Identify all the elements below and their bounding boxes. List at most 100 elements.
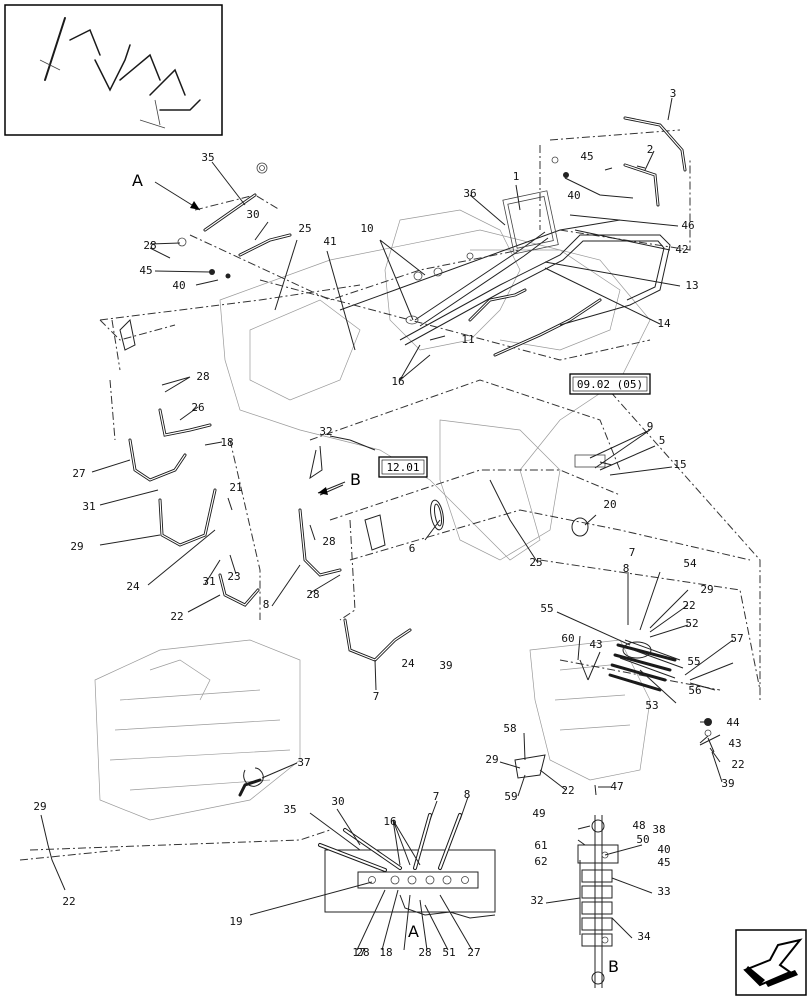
part-callout-19: 19 — [229, 915, 242, 928]
part-callout-56: 56 — [688, 684, 701, 697]
part-callout-14: 14 — [657, 317, 671, 330]
part-callout-46: 46 — [681, 219, 694, 232]
section-ref-09-02: 09.02 (05) — [577, 378, 643, 391]
part-callout-47: 47 — [610, 780, 623, 793]
part-callout-7: 7 — [629, 546, 636, 559]
part-callout-27: 27 — [72, 467, 85, 480]
part-callout-11: 11 — [461, 333, 474, 346]
view-letter-b: B — [350, 470, 361, 489]
part-callout-29: 29 — [700, 583, 713, 596]
part-callout-23: 23 — [227, 570, 240, 583]
part-callout-40: 40 — [567, 189, 580, 202]
fittings-and-brackets — [119, 156, 721, 796]
part-callout-15: 15 — [673, 458, 686, 471]
part-callout-44: 44 — [726, 716, 740, 729]
part-callout-13: 13 — [685, 279, 698, 292]
part-callout-48: 48 — [632, 819, 645, 832]
part-callout-58: 58 — [503, 722, 516, 735]
part-callout-28: 28 — [306, 588, 319, 601]
part-callout-5: 5 — [659, 434, 666, 447]
part-callout-57: 57 — [730, 632, 743, 645]
view-letter-a: A — [132, 171, 143, 190]
part-callout-29: 29 — [70, 540, 83, 553]
part-callout-31: 31 — [202, 575, 215, 588]
part-callout-54: 54 — [683, 557, 697, 570]
thumbnail-inset — [4, 4, 223, 136]
part-callout-42: 42 — [675, 243, 688, 256]
part-callout-34: 34 — [637, 930, 651, 943]
view-arrows — [154, 181, 346, 495]
part-callout-2: 2 — [647, 143, 654, 156]
part-callout-45: 45 — [657, 856, 670, 869]
part-callout-25: 25 — [298, 222, 311, 235]
part-callout-39: 39 — [721, 777, 734, 790]
part-callout-35: 35 — [283, 803, 296, 816]
part-callout-52: 52 — [685, 617, 698, 630]
rigid-tubes — [339, 219, 671, 346]
part-callout-61: 61 — [534, 839, 547, 852]
part-callout-21: 21 — [229, 481, 242, 494]
part-callout-51: 51 — [442, 946, 455, 959]
part-callout-10: 10 — [360, 222, 373, 235]
part-callout-62: 62 — [534, 855, 547, 868]
part-callout-18: 18 — [379, 946, 392, 959]
part-callout-25: 25 — [529, 556, 542, 569]
section-reference-boxes: 09.02 (05) 12.01 — [378, 373, 651, 478]
part-callout-33: 33 — [657, 885, 670, 898]
navigation-arrow-icon — [735, 929, 807, 996]
part-callout-43: 43 — [728, 737, 741, 750]
part-callout-16: 16 — [383, 815, 396, 828]
part-callout-49: 49 — [532, 807, 545, 820]
part-callout-36: 36 — [463, 187, 476, 200]
part-callout-22: 22 — [170, 610, 183, 623]
section-ref-12-01: 12.01 — [386, 461, 419, 474]
hydraulic-hoses — [128, 116, 687, 797]
part-callout-3: 3 — [670, 87, 677, 100]
part-callout-63: 63 — [0, 0, 7, 3]
part-callout-28: 28 — [196, 370, 209, 383]
part-callout-22: 22 — [731, 758, 744, 771]
part-callout-28: 28 — [418, 946, 431, 959]
detail-view-a — [318, 813, 496, 919]
part-callout-24: 24 — [126, 580, 140, 593]
tractor-frame-outline — [94, 209, 651, 821]
part-callout-17: 17 — [352, 946, 365, 959]
part-callout-28: 28 — [322, 535, 335, 548]
leader-lines — [40, 97, 734, 951]
part-callout-38: 38 — [652, 823, 665, 836]
part-callout-18: 18 — [220, 436, 233, 449]
part-callout-7: 7 — [373, 690, 380, 703]
part-callout-20: 20 — [603, 498, 616, 511]
part-callout-22: 22 — [682, 599, 695, 612]
part-callout-32: 32 — [319, 425, 332, 438]
part-callout-55: 55 — [540, 602, 553, 615]
part-callout-7: 7 — [433, 790, 440, 803]
part-callout-45: 45 — [139, 264, 152, 277]
part-callout-8: 8 — [464, 788, 471, 801]
part-callout-22: 22 — [62, 895, 75, 908]
part-callout-50: 50 — [636, 833, 649, 846]
part-callout-30: 30 — [246, 208, 259, 221]
part-callout-29: 29 — [485, 753, 498, 766]
part-callout-31: 31 — [82, 500, 95, 513]
part-callout-39: 39 — [439, 659, 452, 672]
part-callout-30: 30 — [331, 795, 344, 808]
part-callout-16: 16 — [391, 375, 404, 388]
part-callout-35: 35 — [201, 151, 214, 164]
part-callout-6: 6 — [409, 542, 416, 555]
part-callout-60: 60 — [561, 632, 574, 645]
part-callout-32: 32 — [530, 894, 543, 907]
part-callout-22: 22 — [561, 784, 574, 797]
part-callout-8: 8 — [623, 562, 630, 575]
part-callout-45: 45 — [580, 150, 593, 163]
part-callout-1: 1 — [513, 170, 520, 183]
part-callout-26: 26 — [191, 401, 204, 414]
part-callout-9: 9 — [647, 420, 654, 433]
part-callout-40: 40 — [657, 843, 670, 856]
part-callout-59: 59 — [504, 790, 517, 803]
part-callout-43: 43 — [589, 638, 602, 651]
part-callout-41: 41 — [323, 235, 336, 248]
part-callout-29: 29 — [33, 800, 46, 813]
